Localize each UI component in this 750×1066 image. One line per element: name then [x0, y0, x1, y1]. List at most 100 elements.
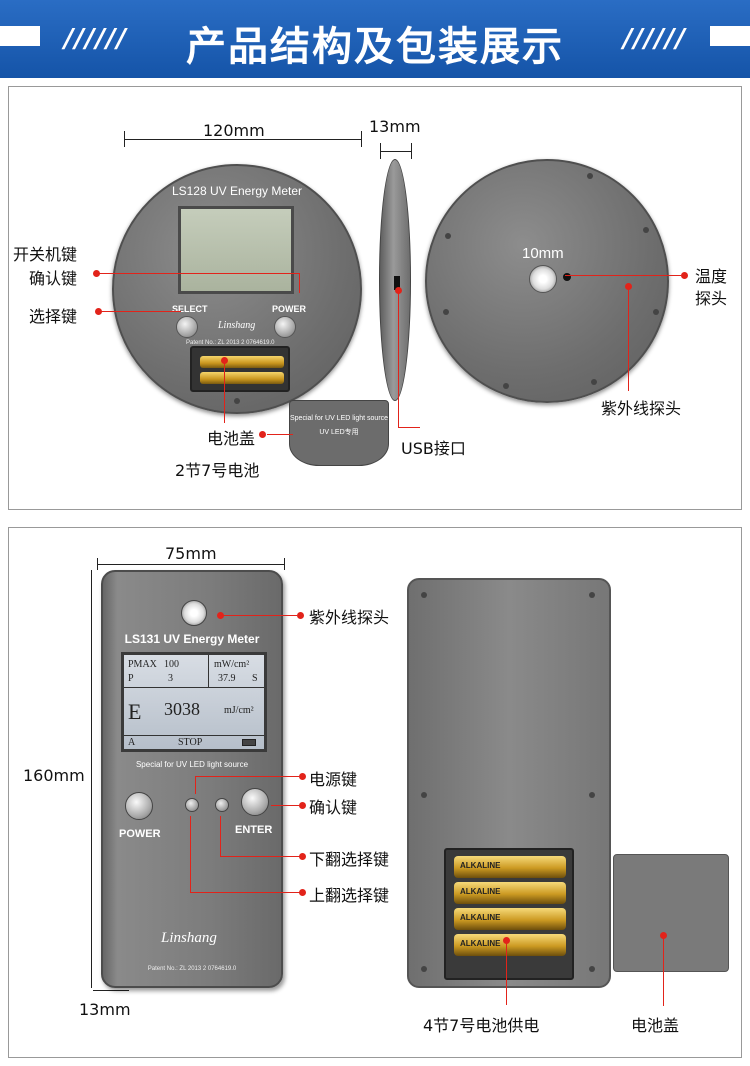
cover-text-1: Special for UV LED light source [290, 415, 389, 422]
screw [421, 592, 427, 598]
banner-left-tab [0, 26, 40, 46]
power-label: POWER [119, 828, 161, 840]
lcd-e-label: E [128, 699, 142, 724]
enter-button[interactable] [241, 788, 269, 816]
header-banner: ////// 产品结构及包装展示 ////// [0, 0, 750, 78]
callout-dot [217, 612, 224, 619]
callout-line [195, 776, 299, 777]
callout-up-key: 上翻选择键 [309, 886, 390, 905]
thickness-dim-tick-left [380, 143, 381, 159]
callout-dot [660, 932, 667, 939]
banner-right-slashes: ////// [623, 24, 686, 54]
aaa-battery: ALKALINE [454, 856, 566, 878]
callout-battery-cover-rect: 电池盖 [631, 1016, 680, 1035]
rect-thickness-label: 13mm [79, 1000, 131, 1019]
rect-meter-special: Special for UV LED light source [135, 760, 249, 769]
rect-thickness-line [93, 990, 129, 991]
screw [589, 792, 595, 798]
screw [503, 383, 509, 389]
width-dim-tick-left [124, 131, 125, 147]
callout-line [97, 273, 299, 274]
temperature-probe [563, 273, 571, 281]
rect-patent-text: Patent No.: ZL 2013 2 0764619.0 [147, 966, 237, 972]
round-meter-panel: 120mm 13mm LS128 UV Energy Meter SELECT … [8, 86, 742, 510]
callout-dot [297, 612, 304, 619]
callout-confirm-key-rect: 确认键 [309, 798, 358, 817]
callout-dot [395, 287, 402, 294]
callout-dot [95, 308, 102, 315]
lcd-time-value: 37.9 [218, 673, 236, 684]
round-meter-front: LS128 UV Energy Meter SELECT POWER Linsh… [112, 164, 362, 414]
screw [643, 227, 649, 233]
callout-line [221, 615, 297, 616]
callout-confirm-key: 确认键 [29, 269, 78, 288]
rect-height-dim-line [91, 570, 92, 988]
lcd-e-unit: mJ/cm² [224, 705, 254, 716]
callout-dot [681, 272, 688, 279]
aaa-battery: ALKALINE [454, 934, 566, 956]
screw [443, 309, 449, 315]
power-button[interactable] [125, 792, 153, 820]
callout-line [190, 816, 191, 892]
round-meter-back: 10mm [425, 159, 669, 403]
rect-width-tick [284, 558, 285, 570]
battery-icon [242, 739, 256, 746]
lcd-divider [208, 655, 209, 687]
callout-line [220, 816, 221, 856]
power-button[interactable] [274, 316, 296, 338]
round-meter-lcd [178, 206, 294, 294]
screw [653, 309, 659, 315]
probe-size-label: 10mm [522, 245, 564, 262]
callout-line [565, 275, 681, 276]
rect-width-dim-line [97, 564, 285, 565]
lcd-divider [124, 735, 264, 736]
callout-line [195, 776, 196, 794]
callout-dot [299, 802, 306, 809]
callout-line [267, 434, 293, 435]
callout-line [99, 311, 181, 312]
callout-dot [221, 357, 228, 364]
callout-line [190, 892, 300, 893]
callout-line [224, 361, 225, 423]
callout-down-key: 下翻选择键 [309, 850, 390, 869]
callout-battery-cover: 电池盖 [207, 429, 256, 448]
aaa-battery [200, 356, 284, 368]
callout-line [398, 427, 420, 428]
callout-line [271, 805, 299, 806]
page-title: 产品结构及包装展示 [186, 24, 564, 70]
uv-probe [181, 600, 207, 626]
callout-power-key-rect: 电源键 [309, 770, 358, 789]
select-button[interactable] [176, 316, 198, 338]
lcd-pmax-unit: mW/cm² [214, 659, 250, 670]
callout-line [628, 287, 629, 391]
battery-cover-rect [613, 854, 729, 972]
rect-brand-logo: Linshang [161, 930, 217, 946]
callout-dot [93, 270, 100, 277]
patent-text: Patent No.: ZL 2013 2 0764619.0 [186, 340, 275, 346]
lcd-divider [124, 687, 264, 688]
power-label: POWER [272, 304, 307, 314]
callout-line [220, 856, 300, 857]
callout-power-key: 开关机键 [13, 245, 78, 264]
callout-line [398, 291, 399, 427]
thickness-dim-tick-right [411, 143, 412, 159]
thickness-dim-line [380, 151, 412, 152]
screw [421, 792, 427, 798]
up-button[interactable] [185, 798, 199, 812]
callout-line [663, 936, 664, 1006]
callout-batteries-rect: 4节7号电池供电 [423, 1016, 540, 1035]
screw [591, 379, 597, 385]
usb-port [394, 276, 400, 290]
callout-usb: USB接口 [401, 439, 466, 458]
lcd-pmax-value: 100 [164, 659, 179, 670]
callout-select-key: 选择键 [29, 307, 78, 326]
lcd-time-unit: S [252, 673, 258, 684]
uv-probe [529, 265, 557, 293]
lcd-p-value: 3 [168, 673, 173, 684]
callout-line [299, 273, 300, 293]
width-dim-label: 120mm [203, 121, 265, 140]
down-button[interactable] [215, 798, 229, 812]
rect-meter-model: LS131 UV Energy Meter [124, 632, 260, 646]
callout-uv-probe: 紫外线探头 [601, 399, 682, 418]
width-dim-tick-right [361, 131, 362, 147]
